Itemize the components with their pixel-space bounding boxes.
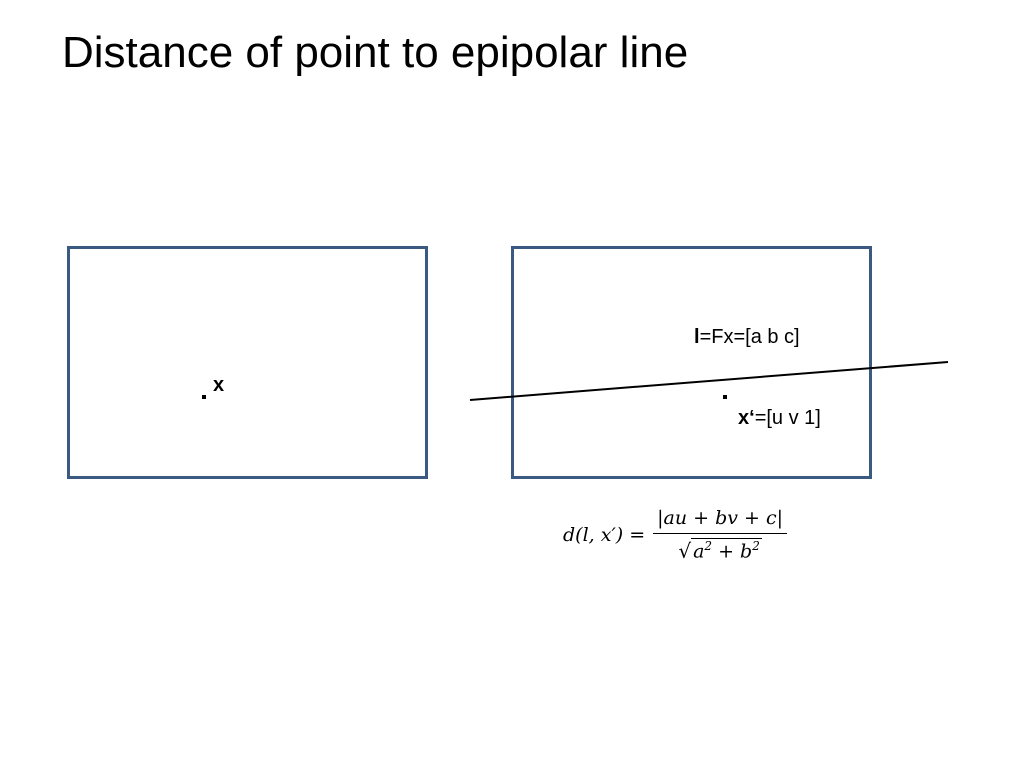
formula-fraction: |au + bv + c| √ a2 + b2 (653, 507, 788, 563)
point-x-prime-label-rest: =[u v 1] (754, 407, 821, 429)
distance-formula: d(l, x′) = |au + bv + c| √ a2 + b2 (563, 500, 788, 570)
formula-denominator: √ a2 + b2 (678, 534, 762, 563)
point-x-dot (202, 395, 206, 399)
point-x-prime-dot (723, 395, 727, 399)
right-image-frame (511, 246, 872, 479)
formula-radicand: a2 + b2 (691, 538, 762, 563)
slide-title: Distance of point to epipolar line (62, 28, 689, 77)
point-x-label: x (213, 373, 224, 397)
point-x-prime-label: x‘=[u v 1] (738, 406, 821, 430)
epipolar-line-label-bold: l (694, 326, 700, 348)
formula-numerator: |au + bv + c| (653, 507, 788, 535)
formula-lhs: d(l, x′) = (563, 524, 646, 546)
epipolar-line-label-rest: =Fx=[a b c] (699, 326, 800, 348)
sqrt-icon: √ (678, 538, 692, 563)
epipolar-line-label: l=Fx=[a b c] (694, 325, 800, 349)
point-x-label-text: x (213, 374, 225, 396)
left-image-frame (67, 246, 428, 479)
point-x-prime-label-bold: x‘ (738, 407, 755, 429)
